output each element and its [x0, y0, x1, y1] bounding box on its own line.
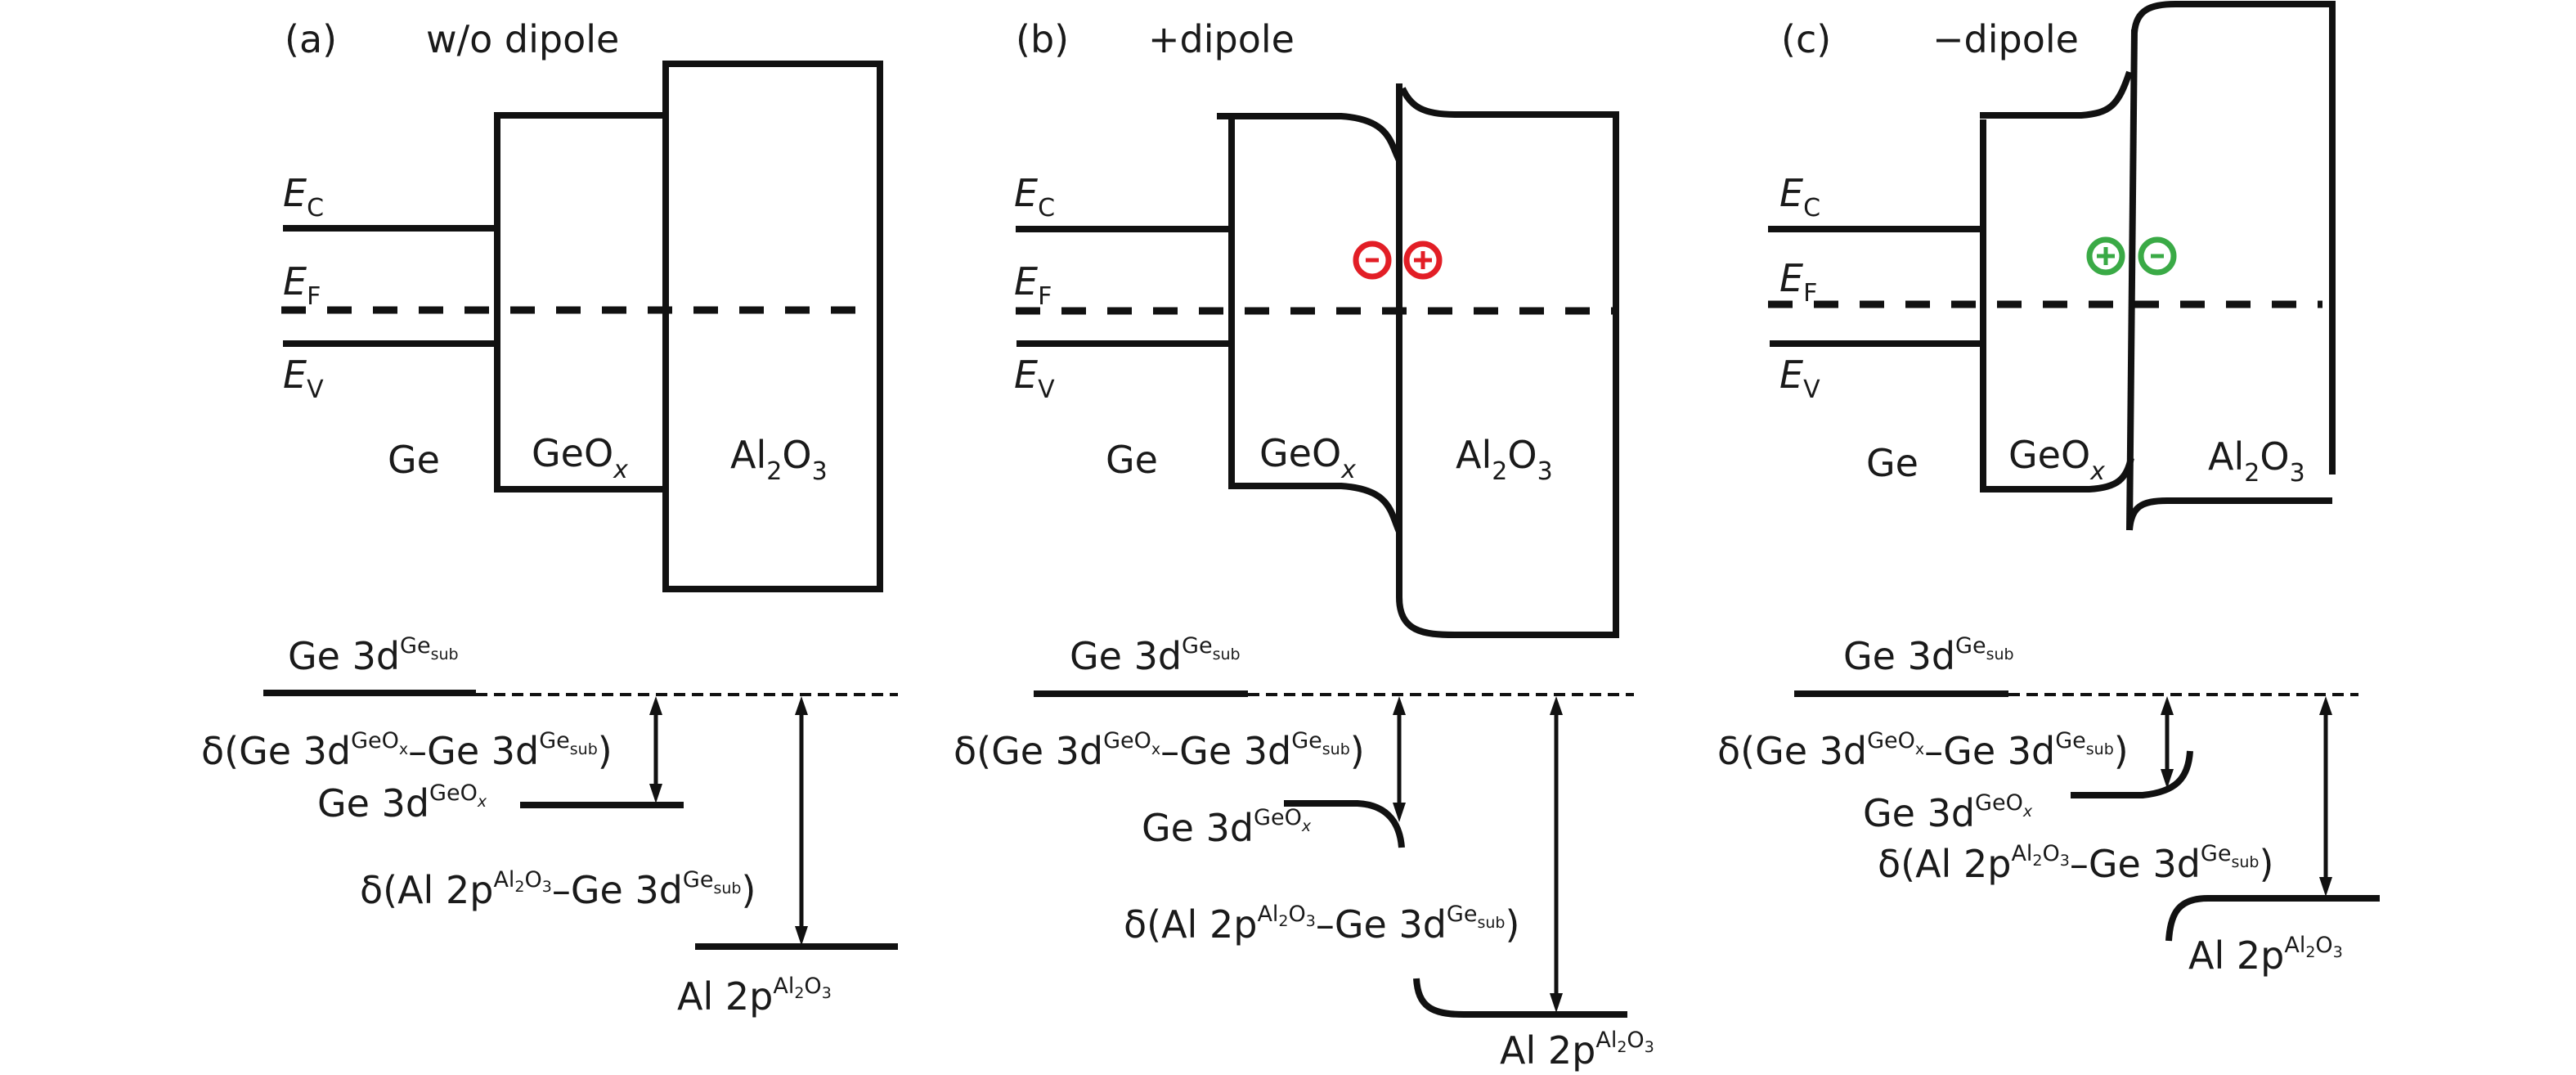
- ec-label: EC: [1014, 171, 1055, 223]
- geox-cb-bent: [1217, 113, 1402, 162]
- ge3d-geox-label: Ge 3dGeOx: [1863, 790, 2033, 835]
- positive-charge-icon: [2086, 236, 2125, 276]
- delta-al-label: δ(Al 2pAl2O3–Ge 3dGesub): [1124, 902, 1519, 947]
- arrow-head-up: [795, 696, 808, 715]
- arrow-head-up: [1550, 696, 1563, 715]
- arrow-head-up: [649, 696, 662, 715]
- panel-b: (b) +dipole EC EF EV Ge GeOx Al2O3 Ge 3d…: [954, 17, 1654, 1073]
- arrow-head-up: [2319, 696, 2332, 715]
- delta-geox-label: δ(Ge 3dGeOx–Ge 3dGesub): [1717, 728, 2129, 773]
- arrow-head-down: [2161, 769, 2174, 789]
- arrow-head-up: [2161, 696, 2174, 715]
- geox-vb-bent: [1228, 483, 1402, 533]
- ge3d-geox-level: [2071, 750, 2193, 798]
- panel-c-title: −dipole: [1932, 17, 2079, 61]
- ev-label: EV: [1014, 353, 1055, 404]
- geox-cb-bent: [1980, 70, 2133, 119]
- al2p-level: [2165, 895, 2380, 942]
- ge-region-label: Ge: [1106, 438, 1158, 482]
- ev-label: EV: [283, 353, 324, 404]
- geox-region-label: GeOx: [2008, 433, 2105, 486]
- dipole-pair: [1353, 241, 1443, 280]
- al2o3-region-label: Al2O3: [730, 433, 828, 486]
- arrow-head-down: [2319, 877, 2332, 897]
- delta-geox-label: δ(Ge 3dGeOx–Ge 3dGesub): [201, 728, 613, 773]
- panel-a: (a) w/o dipole EC EF EV Ge GeOx Al2O3 Ge…: [201, 17, 898, 1019]
- dipole-pair: [2086, 236, 2177, 276]
- al2o3-top-right: [2131, 0, 2336, 475]
- al2o3-band-box: [662, 61, 883, 592]
- ef-label: EF: [1779, 256, 1817, 308]
- ge-region-label: Ge: [1866, 441, 1919, 485]
- geox-region-label: GeOx: [532, 431, 628, 484]
- delta-al-label: δ(Al 2pAl2O3–Ge 3dGesub): [360, 867, 756, 912]
- delta-geox-label: δ(Ge 3dGeOx–Ge 3dGesub): [954, 728, 1365, 773]
- ef-label: EF: [283, 259, 321, 311]
- panel-a-tag: (a): [285, 17, 337, 61]
- ge3d-geox-label: Ge 3dGeOx: [317, 780, 487, 825]
- geox-band-box: [494, 112, 666, 493]
- al2p-label: Al 2pAl2O3: [677, 974, 832, 1019]
- ge3d-sub-label: Ge 3dGesub: [1843, 633, 2014, 678]
- al2o3-left-edge: [2126, 29, 2138, 531]
- ev-label: EV: [1779, 353, 1820, 404]
- panel-c: (c) −dipole EC EF EV Ge GeOx Al2O3 Ge 3: [1717, 0, 2380, 978]
- arrow-head-down: [795, 926, 808, 946]
- positive-charge-icon: [1403, 241, 1443, 280]
- al2o3-region-label: Al2O3: [1456, 433, 1553, 486]
- ge3d-sub-label: Ge 3dGesub: [1070, 633, 1241, 678]
- al2p-label: Al 2pAl2O3: [1500, 1028, 1654, 1073]
- arrow-head-down: [1393, 803, 1406, 822]
- arrow-head-down: [649, 784, 662, 803]
- al2p-level: [1413, 978, 1627, 1018]
- negative-charge-icon: [2138, 236, 2177, 276]
- ef-label: EF: [1014, 259, 1052, 311]
- negative-charge-icon: [1353, 241, 1392, 280]
- ec-label: EC: [283, 171, 324, 223]
- arrow-head-down: [1550, 993, 1563, 1013]
- ge-region-label: Ge: [388, 438, 440, 482]
- panel-c-tag: (c): [1781, 17, 1831, 61]
- panel-a-title: w/o dipole: [426, 17, 619, 61]
- ge3d-sub-label: Ge 3dGesub: [288, 633, 459, 678]
- arrow-head-up: [1393, 696, 1406, 715]
- panel-b-title: +dipole: [1148, 17, 1295, 61]
- panel-b-tag: (b): [1016, 17, 1069, 61]
- al2o3-region-label: Al2O3: [2208, 434, 2305, 488]
- geox-region-label: GeOx: [1259, 431, 1356, 484]
- ge3d-geox-label: Ge 3dGeOx: [1142, 805, 1312, 850]
- ge3d-geox-level: [1284, 800, 1405, 848]
- al2p-label: Al 2pAl2O3: [2188, 933, 2343, 978]
- al2o3-band-box: [1396, 83, 1619, 638]
- al2o3-vb-bent: [2126, 497, 2332, 531]
- delta-al-label: δ(Al 2pAl2O3–Ge 3dGesub): [1878, 841, 2273, 886]
- ec-label: EC: [1779, 171, 1820, 223]
